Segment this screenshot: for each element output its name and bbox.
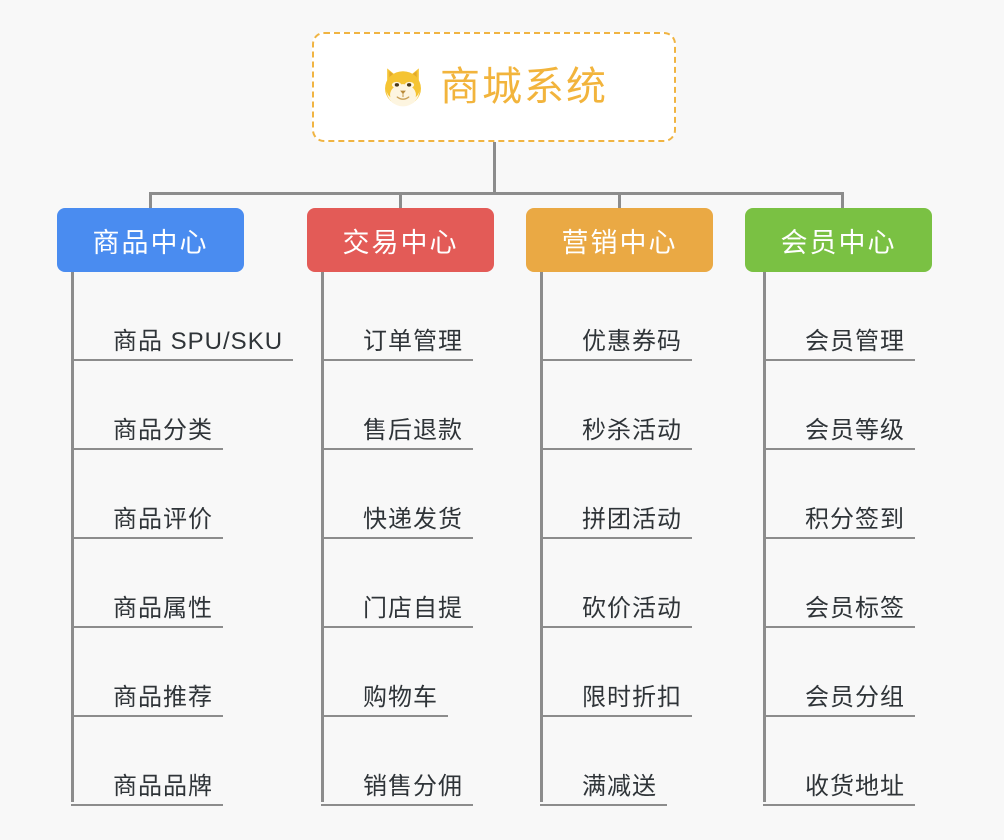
leaf-label: 优惠券码 — [582, 327, 682, 355]
leaf-item[interactable]: 订单管理 — [321, 272, 473, 361]
leaf-label: 销售分佣 — [363, 772, 463, 800]
branch-box-trade-center[interactable]: 交易中心 — [307, 208, 494, 272]
leaf-label: 满减送 — [582, 772, 657, 800]
leaf-label: 会员等级 — [805, 416, 905, 444]
leaf-label: 商品评价 — [113, 505, 213, 533]
leaf-label: 秒杀活动 — [582, 416, 682, 444]
branch-label: 会员中心 — [780, 227, 897, 258]
leaf-item[interactable]: 优惠券码 — [540, 272, 692, 361]
leaf-item[interactable]: 限时折扣 — [540, 628, 692, 717]
leaf-item[interactable]: 商品评价 — [71, 450, 223, 539]
branch-box-member-center[interactable]: 会员中心 — [745, 208, 932, 272]
leaf-item[interactable]: 积分签到 — [763, 450, 915, 539]
connector-drop-3 — [618, 192, 621, 210]
leaf-label: 收货地址 — [805, 772, 905, 800]
leaf-label: 商品属性 — [113, 594, 213, 622]
leaf-item[interactable]: 商品属性 — [71, 539, 223, 628]
leaf-item[interactable]: 会员等级 — [763, 361, 915, 450]
leaf-label: 会员标签 — [805, 594, 905, 622]
leaf-item[interactable]: 会员分组 — [763, 628, 915, 717]
leaf-label: 快递发货 — [363, 505, 463, 533]
leaf-item[interactable]: 满减送 — [540, 717, 667, 806]
root-node-shop-system[interactable]: 商城系统 — [312, 32, 676, 142]
leaf-label: 门店自提 — [363, 594, 463, 622]
root-title: 商城系统 — [440, 65, 608, 109]
branch-label: 营销中心 — [561, 227, 678, 258]
leaf-label: 限时折扣 — [582, 683, 682, 711]
leaf-label: 会员管理 — [805, 327, 905, 355]
leaf-item[interactable]: 快递发货 — [321, 450, 473, 539]
leaf-item[interactable]: 砍价活动 — [540, 539, 692, 628]
connector-root-stem — [493, 142, 496, 194]
leaf-label: 会员分组 — [805, 683, 905, 711]
branch-label: 交易中心 — [342, 227, 459, 258]
connector-drop-4 — [841, 192, 844, 210]
leaf-item[interactable]: 会员管理 — [763, 272, 915, 361]
branch-box-product-center[interactable]: 商品中心 — [57, 208, 244, 272]
leaf-label: 商品推荐 — [113, 683, 213, 711]
shiba-dog-face-icon — [385, 68, 421, 107]
connector-drop-2 — [399, 192, 402, 210]
leaf-item[interactable]: 会员标签 — [763, 539, 915, 628]
leaf-label: 商品分类 — [113, 416, 213, 444]
leaf-item[interactable]: 商品品牌 — [71, 717, 223, 806]
leaf-label: 购物车 — [363, 683, 438, 711]
leaf-label: 积分签到 — [805, 505, 905, 533]
branch-label: 商品中心 — [92, 227, 209, 258]
connector-drop-1 — [149, 192, 152, 210]
leaf-item[interactable]: 购物车 — [321, 628, 448, 717]
leaf-item[interactable]: 收货地址 — [763, 717, 915, 806]
leaf-item[interactable]: 门店自提 — [321, 539, 473, 628]
leaf-label: 售后退款 — [363, 416, 463, 444]
leaf-item[interactable]: 商品分类 — [71, 361, 223, 450]
leaf-label: 拼团活动 — [582, 505, 682, 533]
leaf-item[interactable]: 销售分佣 — [321, 717, 473, 806]
leaf-item[interactable]: 拼团活动 — [540, 450, 692, 539]
leaf-item[interactable]: 售后退款 — [321, 361, 473, 450]
leaf-label: 商品 SPU/SKU — [113, 327, 284, 355]
connector-horizontal-bus — [150, 192, 844, 195]
branch-box-marketing-center[interactable]: 营销中心 — [526, 208, 713, 272]
leaf-item[interactable]: 商品推荐 — [71, 628, 223, 717]
leaf-item[interactable]: 秒杀活动 — [540, 361, 692, 450]
leaf-label: 订单管理 — [363, 327, 463, 355]
leaf-label: 商品品牌 — [113, 772, 213, 800]
leaf-label: 砍价活动 — [582, 594, 682, 622]
leaf-item[interactable]: 商品 SPU/SKU — [71, 272, 294, 361]
